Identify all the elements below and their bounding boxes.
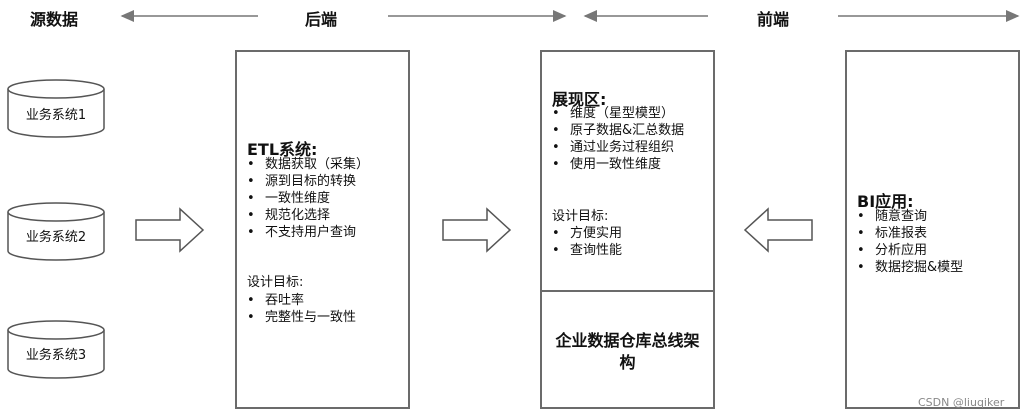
etl-title: ETL系统:: [247, 140, 318, 159]
presentation-goal-list: 方便实用 查询性能: [550, 225, 622, 259]
database-cylinder-1: [7, 79, 105, 138]
bi-box: BI应用: 随意查询 标准报表 分析应用 数据挖掘&模型: [845, 50, 1020, 409]
architecture-title: 企业数据仓库总线架 构: [542, 330, 713, 374]
bi-item: 标准报表: [855, 225, 963, 242]
etl-item: 一致性维度: [245, 190, 369, 207]
source-system-3-label: 业务系统3: [25, 348, 87, 363]
etl-item-list: 数据获取（采集） 源到目标的转换 一致性维度 规范化选择 不支持用户查询: [245, 156, 369, 241]
etl-item: 数据获取（采集）: [245, 156, 369, 173]
presentation-goal: 方便实用: [550, 225, 622, 242]
presentation-item: 原子数据&汇总数据: [550, 122, 684, 139]
etl-goal-label: 设计目标:: [247, 275, 304, 290]
etl-goal-list: 吞吐率 完整性与一致性: [245, 292, 356, 326]
architecture-title-line-1: 企业数据仓库总线架: [555, 331, 700, 350]
etl-item: 源到目标的转换: [245, 173, 369, 190]
presentation-item: 维度（星型模型）: [550, 105, 684, 122]
bi-item: 数据挖掘&模型: [855, 259, 963, 276]
presentation-item: 使用一致性维度: [550, 156, 684, 173]
watermark: CSDN @liuqiker: [918, 396, 1005, 409]
presentation-item-list: 维度（星型模型） 原子数据&汇总数据 通过业务过程组织 使用一致性维度: [550, 105, 684, 173]
header-backend: 后端: [305, 10, 338, 29]
presentation-box: 展现区: 维度（星型模型） 原子数据&汇总数据 通过业务过程组织 使用一致性维度…: [540, 50, 715, 409]
presentation-divider: [542, 290, 713, 292]
header-source: 源数据: [30, 10, 79, 29]
block-arrow-source-to-etl: [135, 207, 205, 253]
database-cylinder-3: [7, 320, 105, 379]
block-arrow-bi-to-presentation: [743, 207, 813, 253]
etl-item: 不支持用户查询: [245, 224, 369, 241]
header-frontend: 前端: [757, 10, 790, 29]
presentation-item: 通过业务过程组织: [550, 139, 684, 156]
bi-item-list: 随意查询 标准报表 分析应用 数据挖掘&模型: [855, 208, 963, 276]
source-system-2-label: 业务系统2: [25, 230, 87, 245]
presentation-goal-label: 设计目标:: [552, 209, 609, 224]
etl-box: ETL系统: 数据获取（采集） 源到目标的转换 一致性维度 规范化选择 不支持用…: [235, 50, 410, 409]
etl-goal: 完整性与一致性: [245, 309, 356, 326]
presentation-goal: 查询性能: [550, 242, 622, 259]
bi-item: 随意查询: [855, 208, 963, 225]
bi-item: 分析应用: [855, 242, 963, 259]
etl-item: 规范化选择: [245, 207, 369, 224]
etl-goal: 吞吐率: [245, 292, 356, 309]
block-arrow-etl-to-presentation: [442, 207, 512, 253]
bi-title: BI应用:: [857, 192, 914, 211]
source-system-1-label: 业务系统1: [25, 108, 87, 123]
database-cylinder-2: [7, 202, 105, 261]
architecture-title-line-2: 构: [619, 353, 636, 372]
